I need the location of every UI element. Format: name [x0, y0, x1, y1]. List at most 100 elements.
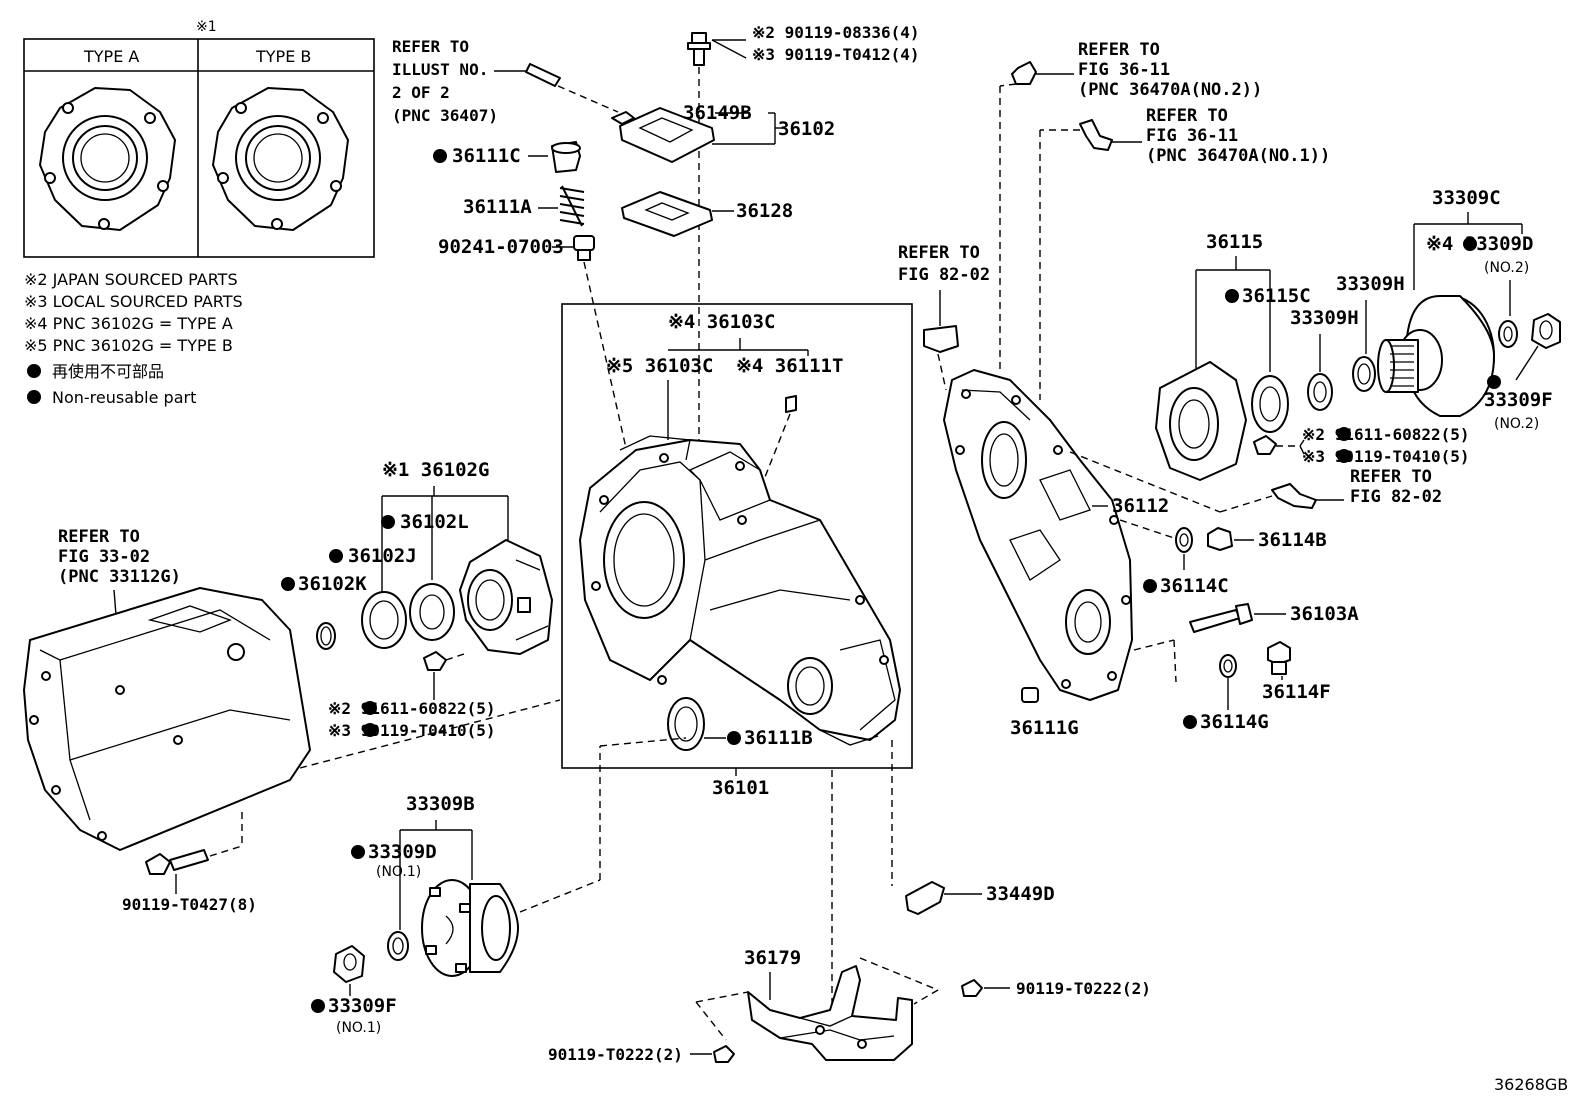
flange-group-33309C: 33309C ※4 33309D (NO.2) 33309H 33309F (N… [1336, 187, 1561, 432]
svg-text:ILLUST NO.: ILLUST NO. [392, 60, 488, 79]
svg-text:REFER TO: REFER TO [58, 527, 140, 547]
part-36179-label: 36179 [744, 947, 801, 969]
part-33309F-no1-sub: (NO.1) [336, 1020, 381, 1036]
part-36103C-5-label: ※5 36103C [606, 355, 713, 377]
non-reusable-dot-icon [27, 364, 41, 378]
svg-text:FIG 36-11: FIG 36-11 [1146, 126, 1238, 146]
part-33309H-a-label: 33309H [1290, 307, 1359, 329]
part-90119-T0222-left-label: 90119-T0222(2) [548, 1045, 683, 1064]
type-a-housing-drawing [39, 87, 176, 231]
part-36114F-label: 36114F [1262, 681, 1331, 703]
part-36103A-label: 36103A [1290, 603, 1359, 625]
plug-36114F: 36114F 36114G [1183, 641, 1331, 733]
retainer-group-36115: 36115 36115C 33309H ※2 91611-60822(5) ※3… [1155, 231, 1470, 481]
part-36102J-label: 36102J [348, 545, 417, 567]
ref-fig-82-02-right: REFER TO FIG 82-02 [1219, 467, 1442, 513]
svg-text:(PNC 36470A(NO.2)): (PNC 36470A(NO.2)) [1078, 80, 1262, 100]
svg-text:(PNC 33112G): (PNC 33112G) [58, 567, 181, 587]
part-36112-label: 36112 [1112, 495, 1169, 517]
part-36103C-top-label: ※4 36103C [668, 311, 775, 333]
part-36102K-label: 36102K [298, 573, 367, 595]
plug-36114B: 36114B 36114C [1143, 527, 1327, 597]
extension-housing: REFER TO FIG 33-02 (PNC 33112G) 90119-T0… [23, 527, 561, 914]
type-legend: ※1 TYPE A TYPE B [23, 19, 375, 258]
part-90241-label: 90241-07003 [438, 236, 564, 258]
ref-fig-82-02-left: REFER TO FIG 82-02 [898, 243, 990, 391]
svg-text:(PNC 36470A(NO.1)): (PNC 36470A(NO.1)) [1146, 146, 1330, 166]
dowel-36111G: 36111G [1010, 687, 1079, 739]
case-group-box [561, 303, 913, 769]
svg-text:FIG 33-02: FIG 33-02 [58, 547, 150, 567]
bolt-top-local-label: ※3 90119-T0412(4) [752, 45, 920, 64]
part-36114G-label: 36114G [1200, 711, 1269, 733]
part-36149B-label: 36149B [683, 102, 752, 124]
part-90119-T0222-right-label: 90119-T0222(2) [1016, 979, 1151, 998]
bolt-rt-jp-label: ※2 91611-60822(5) [1302, 425, 1470, 444]
part-36114B-label: 36114B [1258, 529, 1327, 551]
part-33309C-label: 33309C [1432, 187, 1501, 209]
legend-mark: ※1 [196, 19, 217, 35]
bolt-mid-local-label: ※3 90119-T0410(5) [328, 721, 496, 740]
top-bolt: ※2 90119-08336(4) ※3 90119-T0412(4) [687, 23, 920, 440]
skid-plate-36179: 36179 90119-T0222(2) 90119-T0222(2) [548, 770, 1151, 1064]
part-33309D-no1-label: 33309D [368, 841, 437, 863]
gasket-36128: 36128 [621, 191, 793, 237]
seal-36111B: 36111B [667, 697, 813, 751]
non-reusable-dot-icon [27, 390, 41, 404]
plug-spring-stack: 36111C 36111A 90241-07003 [433, 141, 627, 449]
svg-text:2 OF 2: 2 OF 2 [392, 83, 450, 102]
part-33309F-no1-label: 33309F [328, 995, 397, 1017]
legend-notes: ※2 JAPAN SOURCED PARTS ※3 LOCAL SOURCED … [24, 270, 243, 407]
part-36102G-label: ※1 36102G [382, 459, 489, 481]
type-b-header: TYPE B [255, 47, 311, 66]
transfer-case-36112: 36112 [943, 369, 1221, 701]
part-36111G-label: 36111G [1010, 717, 1079, 739]
ref-illust-no: REFER TO ILLUST NO. 2 OF 2 (PNC 36407) [392, 37, 619, 125]
svg-text:REFER TO: REFER TO [392, 37, 469, 56]
part-36115-label: 36115 [1206, 231, 1263, 253]
part-90119-T0427-label: 90119-T0427(8) [122, 895, 257, 914]
part-33309D-no1-sub: (NO.1) [376, 864, 421, 880]
flange-33309B: 33309B 33309D (NO.1) 33309F (NO.1) [311, 737, 687, 1036]
part-36111A-label: 36111A [463, 196, 532, 218]
bracket-33449D: 33449D [891, 740, 1055, 915]
note-type-b: ※5 PNC 36102G = TYPE B [24, 336, 233, 355]
bolt-36103A: 36103A [1189, 603, 1359, 633]
part-36102-label: 36102 [778, 118, 835, 140]
svg-text:FIG 82-02: FIG 82-02 [1350, 487, 1442, 507]
transfer-case-36101 [579, 435, 901, 746]
retainer-group-36102G: ※1 36102G 36102L 36102J 36102K ※2 91611-… [281, 459, 553, 740]
svg-text:REFER TO: REFER TO [1078, 40, 1160, 60]
shift-cover-plate: 36149B 36102 [611, 102, 835, 163]
bolt-rt-local-label: ※3 90119-T0410(5) [1302, 447, 1470, 466]
part-36102L-label: 36102L [400, 511, 469, 533]
svg-text:REFER TO: REFER TO [898, 243, 980, 263]
bolt-mid-jp-label: ※2 91611-60822(5) [328, 699, 496, 718]
ref-fig-36-11-no1: REFER TO FIG 36-11 (PNC 36470A(NO.1)) [1039, 106, 1330, 400]
ref-fig-36-11-no2: REFER TO FIG 36-11 (PNC 36470A(NO.2)) [999, 40, 1262, 372]
note-local: ※3 LOCAL SOURCED PARTS [24, 292, 243, 311]
note-japan: ※2 JAPAN SOURCED PARTS [24, 270, 238, 289]
part-36114C-label: 36114C [1160, 575, 1229, 597]
part-36111B-label: 36111B [744, 727, 813, 749]
svg-text:FIG 36-11: FIG 36-11 [1078, 60, 1170, 80]
part-33309D-no2-sub: (NO.2) [1484, 260, 1529, 276]
part-36111T-label: ※4 36111T [736, 355, 843, 377]
bolt-top-jp-label: ※2 90119-08336(4) [752, 23, 920, 42]
part-36115C-label: 36115C [1242, 285, 1311, 307]
diagram-code: 36268GB [1494, 1075, 1568, 1094]
svg-text:(PNC 36407): (PNC 36407) [392, 106, 498, 125]
note-non-reusable-jp: 再使用不可部品 [52, 362, 164, 381]
svg-text:REFER TO: REFER TO [1146, 106, 1228, 126]
svg-text:REFER TO: REFER TO [1350, 467, 1432, 487]
type-b-housing-drawing [212, 87, 349, 231]
part-33309F-no2-sub: (NO.2) [1494, 416, 1539, 432]
part-33309H-b-label: 33309H [1336, 273, 1405, 295]
type-a-header: TYPE A [83, 47, 139, 66]
part-33449D-label: 33449D [986, 883, 1055, 905]
part-33309F-no2-label: 33309F [1484, 389, 1553, 411]
note-non-reusable-en: Non-reusable part [52, 388, 196, 407]
svg-text:FIG 82-02: FIG 82-02 [898, 265, 990, 285]
